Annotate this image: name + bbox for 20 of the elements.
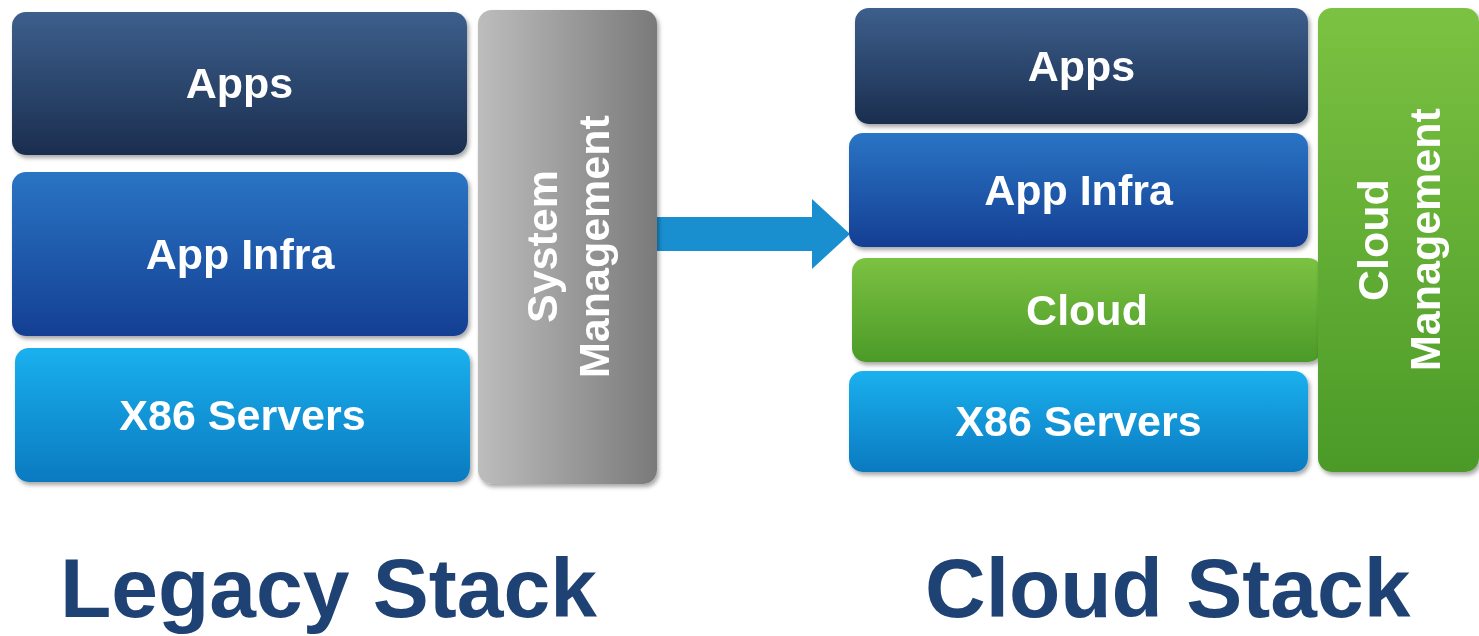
management-bar: [478, 10, 657, 484]
layer-label: Cloud: [1026, 285, 1148, 335]
management-bar: [1318, 8, 1479, 472]
layer-label: App Infra: [145, 229, 335, 279]
stack-caption: Legacy Stack: [60, 540, 597, 636]
stack-layer-box: [15, 348, 470, 482]
stack-caption: Cloud Stack: [925, 540, 1411, 636]
stack-layer-box: [849, 371, 1308, 472]
layer-label: Apps: [1027, 41, 1136, 91]
stack-layer-box: [855, 8, 1308, 124]
layer-label: X86 Servers: [955, 397, 1202, 446]
block-arrow: [657, 199, 850, 269]
layer-label: System Management: [516, 114, 619, 381]
stack-layer-box: [849, 133, 1308, 247]
stack-layer-box: [12, 172, 468, 336]
layer-label: Apps: [185, 59, 294, 108]
layer-label: Cloud Management: [1347, 107, 1450, 374]
layer-label: X86 Servers: [119, 390, 366, 440]
layer-label: App Infra: [984, 165, 1173, 215]
stack-layer-box: [12, 12, 467, 155]
